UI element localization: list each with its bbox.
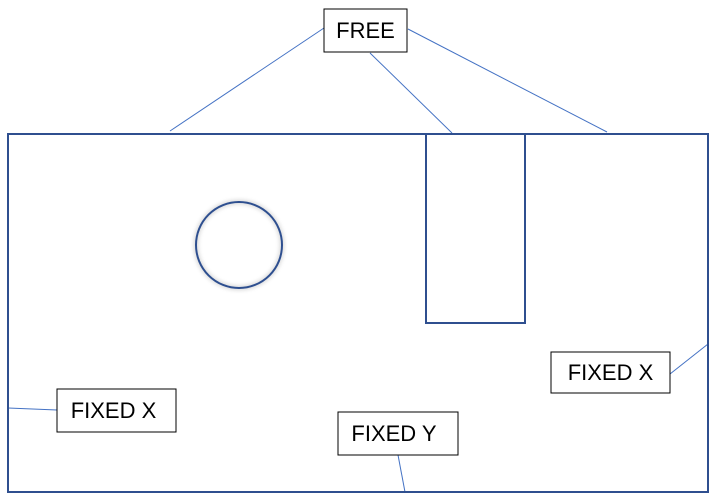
fixed-x-right-connector [669,343,709,375]
fixed-x-right-label[interactable]: FIXED X [550,351,671,394]
fixed-y-label[interactable]: FIXED Y [337,411,459,456]
free-label[interactable]: FREE [323,8,408,53]
free-connector-middle [369,52,453,134]
circle-shape[interactable] [195,201,283,289]
fixed-x-left-connector [7,407,58,411]
free-label-text: FREE [336,18,395,43]
outer-frame-rectangle[interactable] [7,133,709,493]
fixed-y-label-text: FIXED Y [351,421,437,446]
fixed-x-right-label-text: FIXED X [568,360,654,385]
fixed-y-connector [397,454,406,493]
free-connector-right [407,28,608,133]
free-connector-left [169,27,325,132]
fixed-x-left-label-text: FIXED X [71,398,157,423]
inner-tall-rectangle[interactable] [425,133,526,324]
fixed-x-left-label[interactable]: FIXED X [56,388,177,433]
